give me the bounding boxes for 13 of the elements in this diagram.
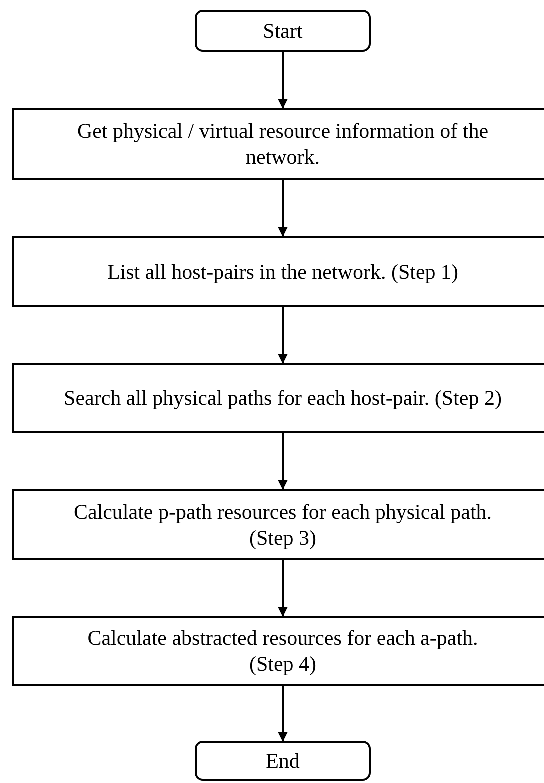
terminal-box: End [195, 741, 371, 781]
arrow [278, 560, 288, 617]
process-box: List all host-pairs in the network. (Step 1) [12, 236, 544, 307]
arrow [278, 52, 288, 109]
arrow [278, 433, 288, 490]
process-box: Calculate p-path resources for each physical path. (Step 3) [12, 489, 544, 560]
process-box: Calculate abstracted resources for each a-path. (Step 4) [12, 616, 544, 686]
terminal-box: Start [195, 10, 371, 52]
process-box: Get physical / virtual resource information of the network. [12, 108, 544, 180]
arrow [278, 686, 288, 742]
arrow [278, 180, 288, 237]
arrow [278, 307, 288, 364]
process-box: Search all physical paths for each host-pair. (Step 2) [12, 363, 544, 433]
